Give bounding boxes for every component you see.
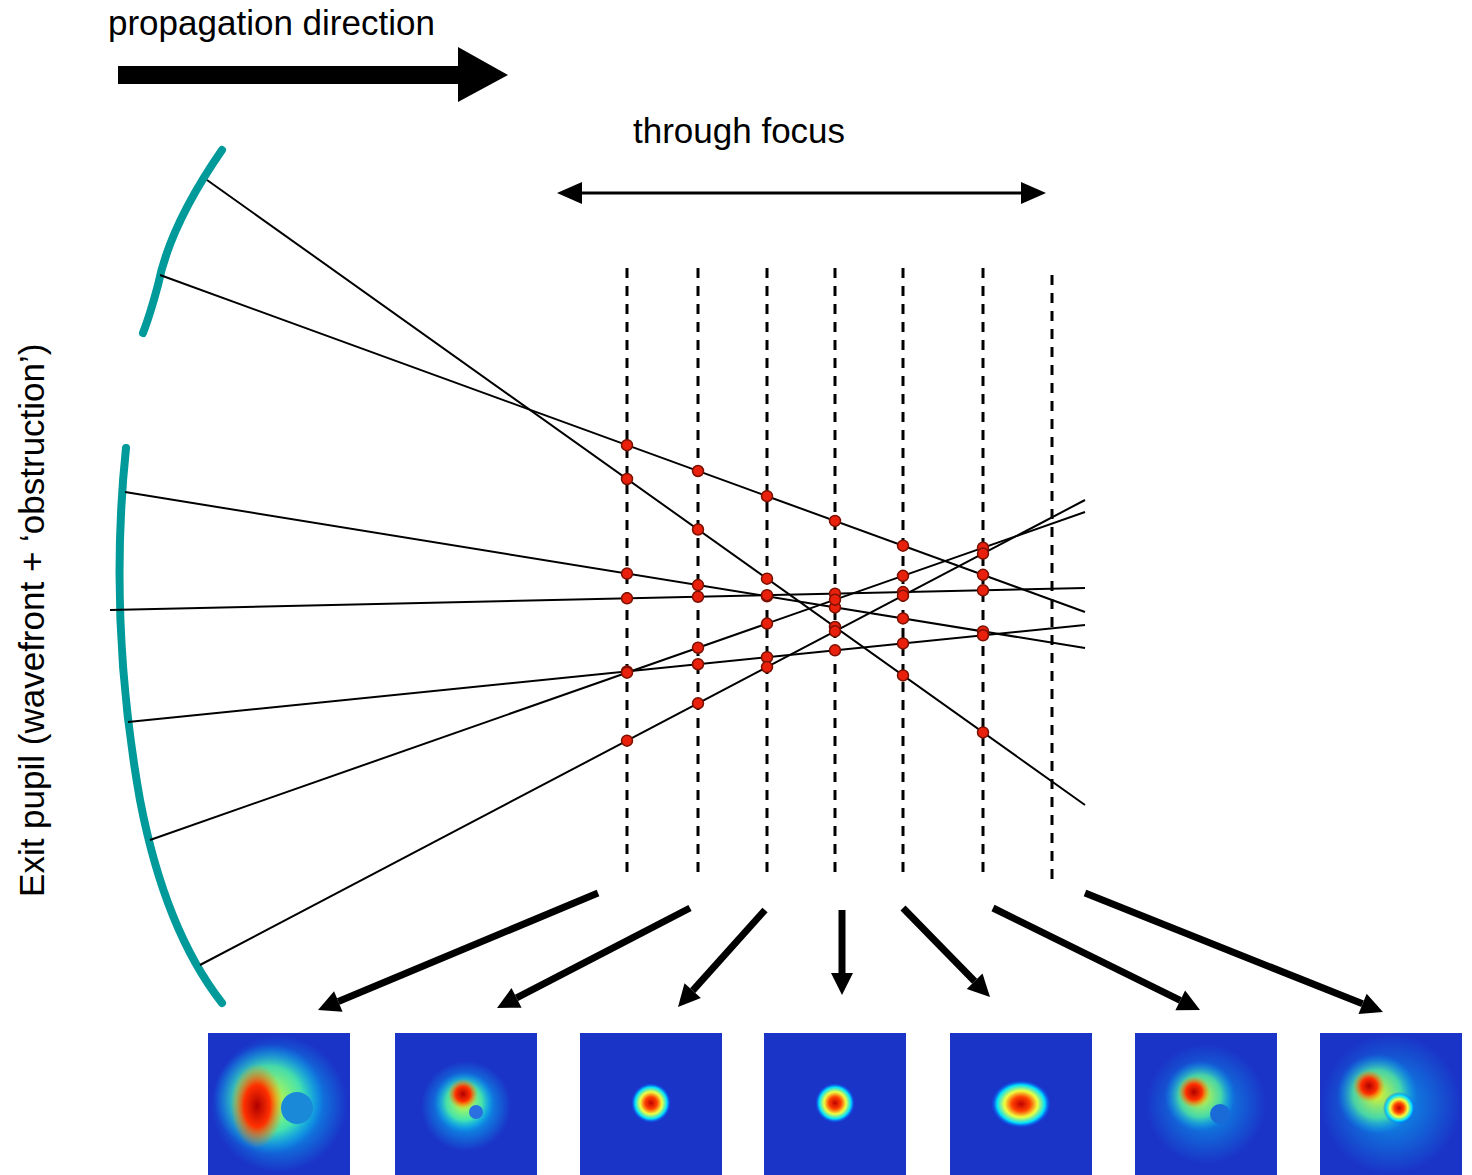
intersection-dot — [898, 613, 909, 624]
intersection-dot — [830, 594, 841, 605]
intersection-dot — [693, 466, 704, 477]
intersection-dot — [622, 473, 633, 484]
down-arrow — [517, 908, 690, 998]
intersection-dot — [978, 585, 989, 596]
intersection-dot — [830, 515, 841, 526]
intersection-dot — [762, 590, 773, 601]
psf-images — [208, 1033, 1462, 1175]
intersection-dot — [762, 491, 773, 502]
intersection-dot — [622, 568, 633, 579]
intersection-dot — [622, 667, 633, 678]
rays — [110, 180, 1085, 965]
intersection-dot — [978, 630, 989, 641]
direction-label: propagation direction — [108, 4, 435, 43]
intersection-dot — [830, 626, 841, 637]
intersection-dot — [978, 727, 989, 738]
exit-pupil-lower — [120, 448, 222, 1003]
intersection-dot — [693, 659, 704, 670]
psf-image — [580, 1033, 722, 1175]
ray-intersections — [622, 440, 989, 747]
arrow-head — [1175, 990, 1200, 1010]
intersection-dot — [898, 590, 909, 601]
arrow-head — [497, 988, 522, 1008]
psf-image — [395, 1033, 537, 1175]
ray — [125, 492, 1085, 648]
down-arrow — [903, 908, 975, 981]
plane-to-image-arrows — [318, 893, 1383, 1014]
psf-image — [1320, 1033, 1462, 1175]
focal-plane — [1051, 275, 1054, 880]
intersection-dot — [693, 698, 704, 709]
intersection-dot — [622, 593, 633, 604]
ray — [207, 180, 1085, 805]
intersection-dot — [762, 573, 773, 584]
focal-plane — [697, 268, 700, 880]
focal-planes — [627, 268, 1052, 880]
intersection-dot — [693, 642, 704, 653]
ray — [150, 512, 1085, 840]
pupil-label: Exit pupil (wavefront + ‘obstruction’) — [14, 343, 53, 896]
intersection-dot — [898, 540, 909, 551]
intersection-dot — [898, 638, 909, 649]
arrow-head — [318, 991, 343, 1011]
psf-image — [950, 1033, 1092, 1175]
intersection-dot — [693, 580, 704, 591]
intersection-dot — [830, 645, 841, 656]
ray — [200, 500, 1085, 965]
propagation-arrow — [118, 47, 508, 102]
arrow-head — [1358, 994, 1383, 1014]
psf-image — [1135, 1033, 1277, 1175]
ray — [128, 625, 1085, 722]
down-arrow — [839, 910, 846, 973]
focus-range-arrow — [557, 182, 1046, 204]
ray — [110, 588, 1085, 610]
intersection-dot — [898, 570, 909, 581]
psf-image — [208, 1033, 350, 1175]
arrow-head — [967, 974, 990, 997]
psf-image — [764, 1033, 906, 1175]
intersection-dot — [978, 569, 989, 580]
focal-plane — [834, 268, 837, 880]
intersection-dot — [978, 548, 989, 559]
intersection-dot — [622, 440, 633, 451]
intersection-dot — [762, 618, 773, 629]
exit-pupil-upper — [143, 150, 222, 333]
intersection-dot — [693, 591, 704, 602]
intersection-dot — [762, 662, 773, 673]
intersection-dot — [622, 735, 633, 746]
intersection-dot — [693, 524, 704, 535]
arrow-head — [831, 973, 853, 995]
arrow-head — [678, 983, 701, 1007]
down-arrow — [1085, 893, 1363, 1004]
intersection-dot — [898, 670, 909, 681]
focus-label: through focus — [633, 112, 845, 151]
down-arrow — [338, 893, 598, 1002]
down-arrow — [693, 910, 765, 991]
